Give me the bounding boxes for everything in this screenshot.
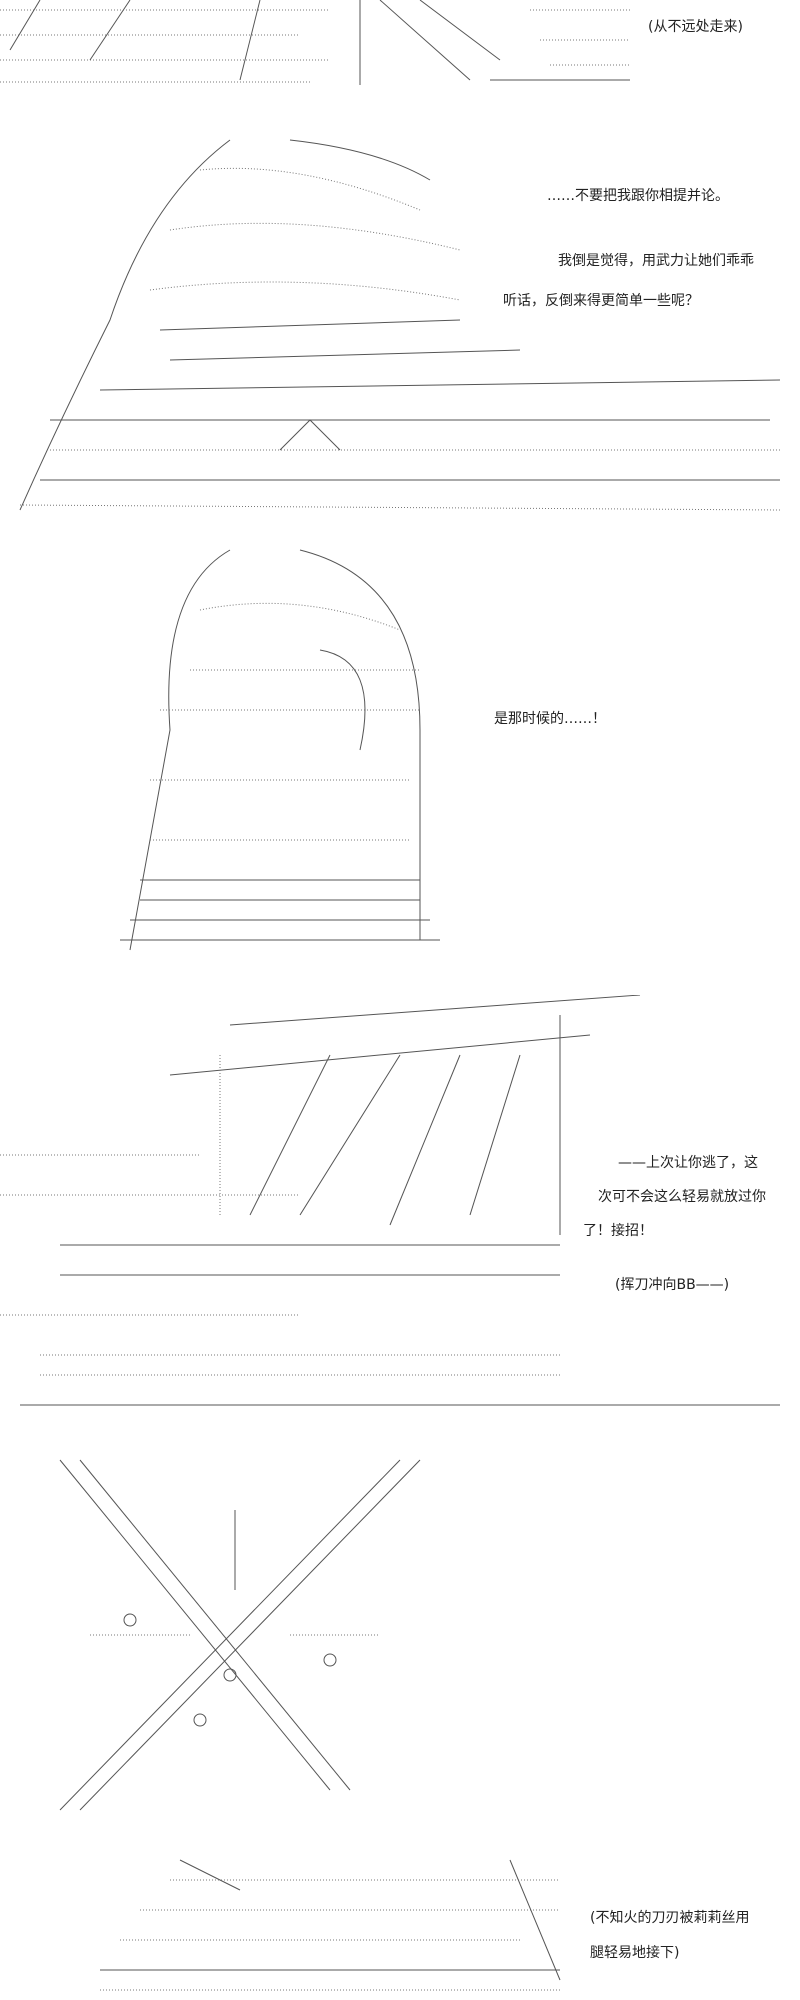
- ascii-art-panel-2: [19, 139, 781, 511]
- dialogue-line: ——上次让你逃了，这: [618, 1155, 758, 1171]
- ascii-art-panel-6: [100, 1859, 561, 1991]
- ascii-art-panel-5: [59, 1459, 421, 1811]
- dialogue-line: ……不要把我跟你相提并论。: [547, 188, 729, 204]
- dialogue-line: 了！接招！: [583, 1223, 653, 1239]
- dialogue-line: (挥刀冲向BB——): [615, 1277, 730, 1293]
- dialogue-line: 腿轻易地接下): [590, 1945, 680, 1961]
- dialogue-line: 我倒是觉得，用武力让她们乖乖: [558, 253, 754, 269]
- dialogue-line: (不知火的刀刃被莉莉丝用: [590, 1910, 750, 1926]
- dialogue-line: 是那时候的……！: [494, 711, 606, 727]
- ascii-art-panel-4: [0, 995, 780, 1406]
- dialogue-line: (从不远处走来): [648, 19, 743, 35]
- dialogue-line: 次可不会这么轻易就放过你: [598, 1189, 766, 1205]
- dialogue-line: 听话，反倒来得更简单一些呢？: [503, 293, 699, 309]
- ascii-art-panel-3: [120, 549, 440, 951]
- ascii-art-panel-1: [0, 0, 630, 85]
